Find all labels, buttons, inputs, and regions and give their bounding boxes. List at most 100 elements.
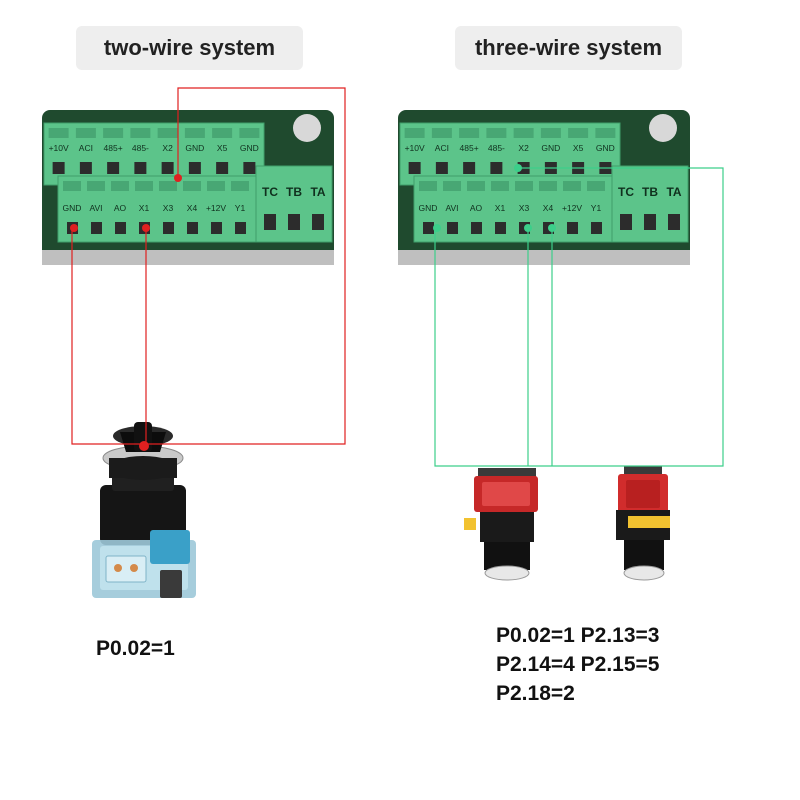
three-wire-title: three-wire system [455, 26, 682, 70]
wire-terminal-dot [514, 164, 522, 172]
terminal-hole [216, 162, 229, 174]
terminal-screw-icon [87, 181, 105, 191]
terminal-hole [471, 222, 482, 234]
terminal-hole [52, 162, 65, 174]
terminal-label: AO [470, 203, 483, 213]
terminal-hole [288, 214, 300, 230]
terminal-label: X2 [518, 143, 529, 153]
wire-line [434, 167, 724, 467]
terminal-label: GND [419, 203, 438, 213]
terminal-hole [495, 222, 506, 234]
terminal-hole [312, 214, 324, 230]
terminal-hole [163, 222, 174, 234]
terminal-screw-icon [207, 181, 225, 191]
terminal-label: TA [310, 185, 325, 199]
terminal-screw-icon [63, 181, 81, 191]
terminal-label: GND [185, 143, 204, 153]
terminal-hole [463, 162, 476, 174]
terminal-label: AVI [445, 203, 458, 213]
terminal-screw-icon [212, 128, 233, 138]
terminal-label: X5 [217, 143, 228, 153]
terminal-label: Y1 [591, 203, 602, 213]
three-wire-param-line: P2.14=4 P2.15=5 [496, 653, 660, 676]
terminal-screw-icon [184, 128, 205, 138]
terminal-label: 485- [488, 143, 505, 153]
terminal-label: ACI [79, 143, 93, 153]
terminal-label: +10V [405, 143, 425, 153]
board-edge [42, 250, 334, 265]
board-edge [398, 250, 690, 265]
terminal-screw-icon [467, 181, 485, 191]
terminal-screw-icon [431, 128, 452, 138]
terminal-screw-icon [103, 128, 124, 138]
terminal-screw-icon [239, 128, 260, 138]
terminal-hole [264, 214, 276, 230]
terminal-hole [79, 162, 92, 174]
terminal-hole [620, 214, 632, 230]
terminal-label: Y1 [235, 203, 246, 213]
terminal-hole [211, 222, 222, 234]
terminal-hole [668, 214, 680, 230]
terminal-label: GND [541, 143, 560, 153]
two-wire-connection-lines [70, 87, 346, 451]
terminal-hole [188, 162, 201, 174]
terminal-label: X1 [495, 203, 506, 213]
terminal-label: +10V [49, 143, 69, 153]
terminal-hole [235, 222, 246, 234]
terminal-label: GND [240, 143, 259, 153]
terminal-hole [107, 162, 120, 174]
terminal-hole [187, 222, 198, 234]
wire-line [71, 87, 346, 445]
three-wire-param-line: P2.18=2 [496, 682, 575, 705]
terminal-label: 485- [132, 143, 149, 153]
terminal-label: TB [286, 185, 302, 199]
terminal-screw-icon [135, 181, 153, 191]
relay-terminal-strip [611, 165, 689, 243]
terminal-screw-icon [183, 181, 201, 191]
wire-terminal-dot [174, 174, 182, 182]
terminal-label: GND [63, 203, 82, 213]
terminal-label: ACI [435, 143, 449, 153]
terminal-screw-icon [459, 128, 480, 138]
wire-terminal-dot [139, 441, 149, 451]
terminal-label: X3 [163, 203, 174, 213]
terminal-screw-icon [513, 128, 534, 138]
terminal-screw-icon [159, 181, 177, 191]
terminal-label: TB [642, 185, 658, 199]
terminal-screw-icon [111, 181, 129, 191]
terminal-label: AVI [89, 203, 102, 213]
wire-terminal-dot [524, 224, 532, 232]
terminal-screw-icon [419, 181, 437, 191]
terminal-label: X4 [543, 203, 554, 213]
terminal-hole [161, 162, 174, 174]
three-wire-param-line: P0.02=1 P2.13=3 [496, 624, 660, 647]
terminal-label: X4 [187, 203, 198, 213]
terminal-screw-icon [404, 128, 425, 138]
terminal-hole [435, 162, 448, 174]
terminal-hole [115, 222, 126, 234]
two-wire-title: two-wire system [76, 26, 303, 70]
terminal-label: X5 [573, 143, 584, 153]
terminal-screw-icon [539, 181, 557, 191]
terminal-label: AO [114, 203, 127, 213]
terminal-label: X2 [162, 143, 173, 153]
terminal-screw-icon [568, 128, 589, 138]
terminal-screw-icon [75, 128, 96, 138]
terminal-label: X1 [139, 203, 150, 213]
terminal-hole [134, 162, 147, 174]
terminal-screw-icon [491, 181, 509, 191]
wire-terminal-dot [433, 224, 441, 232]
terminal-hole [447, 222, 458, 234]
terminal-hole [591, 222, 602, 234]
wire-terminal-dot [548, 224, 556, 232]
two-wire-param-line: P0.02=1 [96, 637, 175, 660]
terminal-screw-icon [157, 128, 178, 138]
terminal-label: 485+ [460, 143, 479, 153]
terminal-screw-icon [486, 128, 507, 138]
capacitor-icon [649, 114, 677, 142]
terminal-hole [91, 222, 102, 234]
terminal-hole [408, 162, 421, 174]
